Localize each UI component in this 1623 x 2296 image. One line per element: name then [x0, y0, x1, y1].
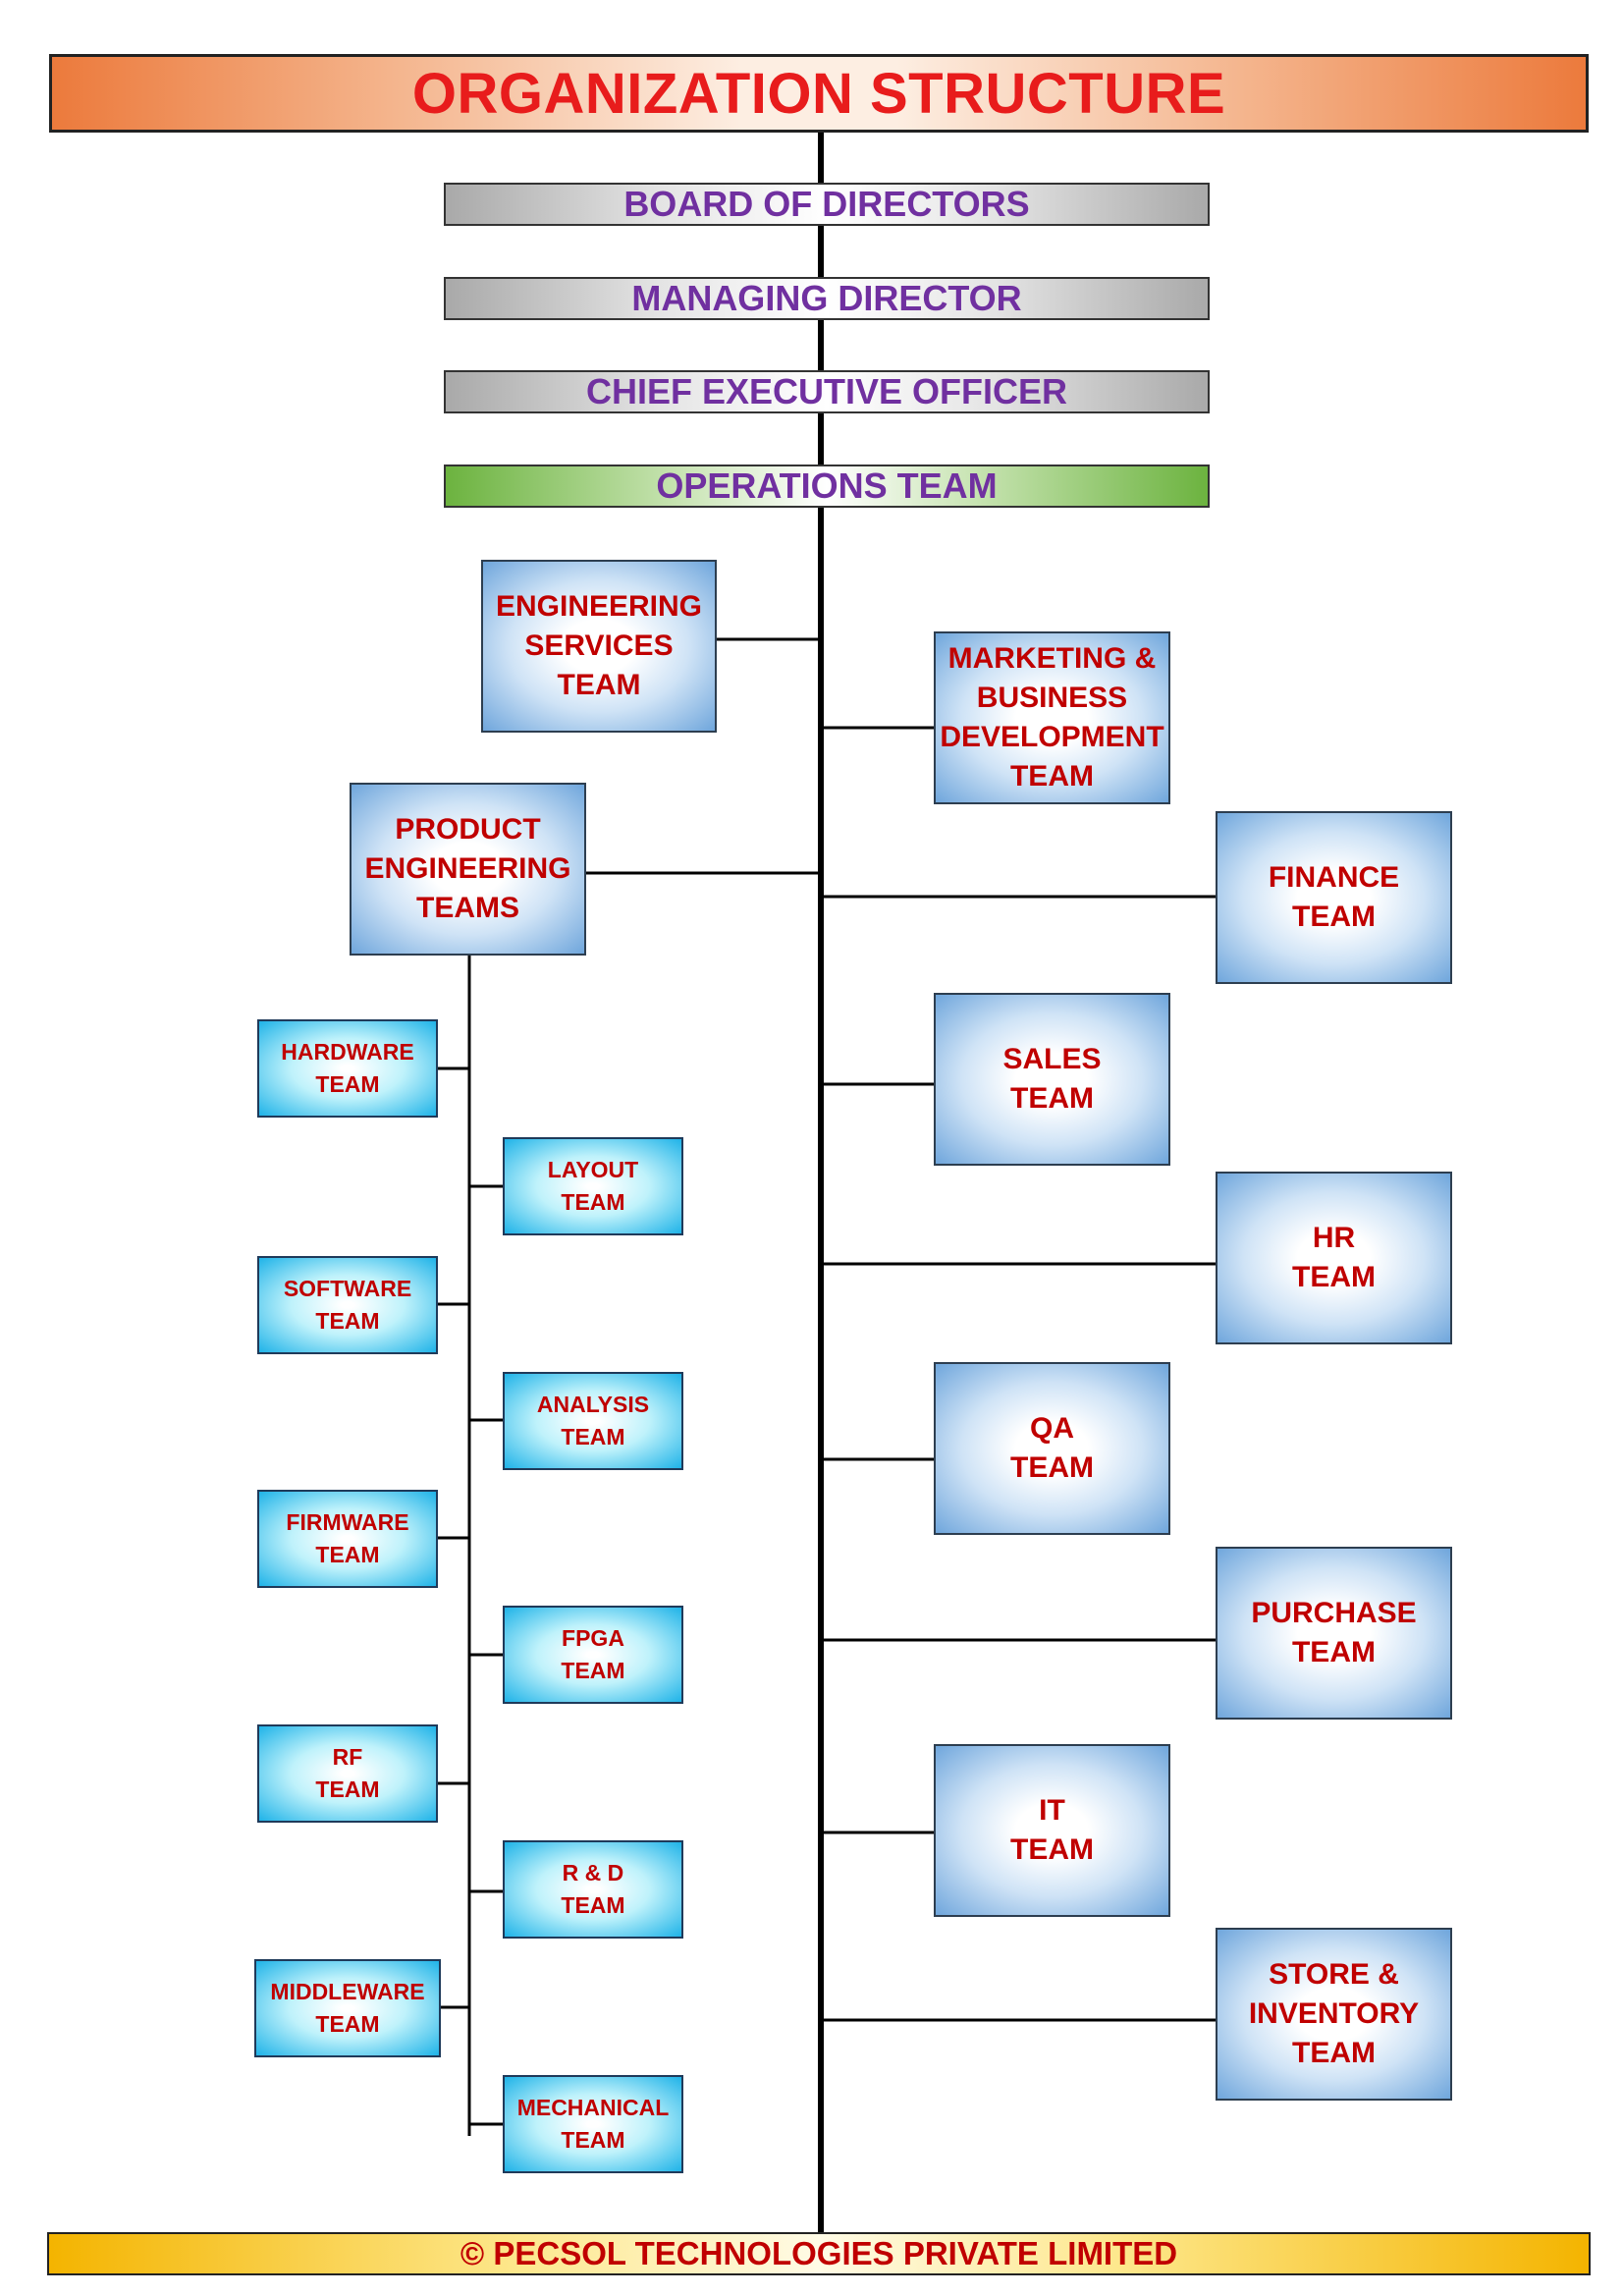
copyright-footer-bar: © PECSOL TECHNOLOGIES PRIVATE LIMITED	[47, 2232, 1591, 2275]
finance-team-node: FINANCE TEAM	[1216, 811, 1452, 984]
node-label: R & D TEAM	[561, 1860, 625, 1918]
middleware-team-node: MIDDLEWARE TEAM	[254, 1959, 441, 2057]
node-label: CHIEF EXECUTIVE OFFICER	[585, 371, 1068, 411]
node-label: FINANCE TEAM	[1268, 861, 1400, 933]
qa-team-node: QA TEAM	[934, 1362, 1170, 1535]
page-title: ORGANIZATION STRUCTURE	[411, 61, 1226, 126]
purchase-team-node: PURCHASE TEAM	[1216, 1547, 1452, 1720]
board-of-directors-node: BOARD OF DIRECTORS	[444, 183, 1210, 226]
r-and-d-team-node: R & D TEAM	[503, 1840, 683, 1939]
sales-team-node: SALES TEAM	[934, 993, 1170, 1166]
hr-team-node: HR TEAM	[1216, 1172, 1452, 1344]
node-label: ANALYSIS TEAM	[536, 1392, 650, 1449]
node-label: PURCHASE TEAM	[1251, 1597, 1417, 1668]
node-label: FPGA TEAM	[561, 1625, 625, 1683]
page-title-bar: ORGANIZATION STRUCTURE	[49, 54, 1589, 133]
layout-team-node: LAYOUT TEAM	[503, 1137, 683, 1235]
chief-executive-officer-node: CHIEF EXECUTIVE OFFICER	[444, 370, 1210, 413]
node-label: BOARD OF DIRECTORS	[623, 184, 1030, 224]
product-engineering-teams-node: PRODUCT ENGINEERING TEAMS	[350, 783, 586, 956]
engineering-services-team-node: ENGINEERING SERVICES TEAM	[481, 560, 717, 733]
node-label: LAYOUT TEAM	[547, 1157, 639, 1215]
firmware-team-node: FIRMWARE TEAM	[257, 1490, 438, 1588]
node-label: MIDDLEWARE TEAM	[270, 1979, 425, 2037]
hardware-team-node: HARDWARE TEAM	[257, 1019, 438, 1118]
managing-director-node: MANAGING DIRECTOR	[444, 277, 1210, 320]
node-label: RF TEAM	[315, 1744, 380, 1802]
it-team-node: IT TEAM	[934, 1744, 1170, 1917]
node-label: FIRMWARE TEAM	[286, 1509, 409, 1567]
store-inventory-team-node: STORE & INVENTORY TEAM	[1216, 1928, 1452, 2101]
marketing-business-development-team-node: MARKETING & BUSINESS DEVELOPMENT TEAM	[934, 631, 1170, 804]
node-label: ENGINEERING SERVICES TEAM	[495, 590, 703, 701]
node-label: OPERATIONS TEAM	[656, 465, 998, 506]
node-label: MARKETING & BUSINESS DEVELOPMENT TEAM	[940, 642, 1164, 793]
node-label: HARDWARE TEAM	[281, 1039, 414, 1097]
node-label: MANAGING DIRECTOR	[631, 278, 1022, 318]
node-label: SOFTWARE TEAM	[283, 1276, 412, 1334]
rf-team-node: RF TEAM	[257, 1724, 438, 1823]
copyright-text: © PECSOL TECHNOLOGIES PRIVATE LIMITED	[460, 2235, 1178, 2271]
node-label: HR TEAM	[1292, 1222, 1376, 1293]
software-team-node: SOFTWARE TEAM	[257, 1256, 438, 1354]
node-label: IT TEAM	[1010, 1794, 1094, 1866]
node-label: QA TEAM	[1010, 1412, 1094, 1484]
node-label: PRODUCT ENGINEERING TEAMS	[364, 813, 571, 924]
node-label: STORE & INVENTORY TEAM	[1248, 1958, 1420, 2069]
operations-team-node: OPERATIONS TEAM	[444, 465, 1210, 508]
node-label: MECHANICAL TEAM	[516, 2095, 670, 2153]
analysis-team-node: ANALYSIS TEAM	[503, 1372, 683, 1470]
node-label: SALES TEAM	[1002, 1043, 1102, 1115]
mechanical-team-node: MECHANICAL TEAM	[503, 2075, 683, 2173]
fpga-team-node: FPGA TEAM	[503, 1606, 683, 1704]
